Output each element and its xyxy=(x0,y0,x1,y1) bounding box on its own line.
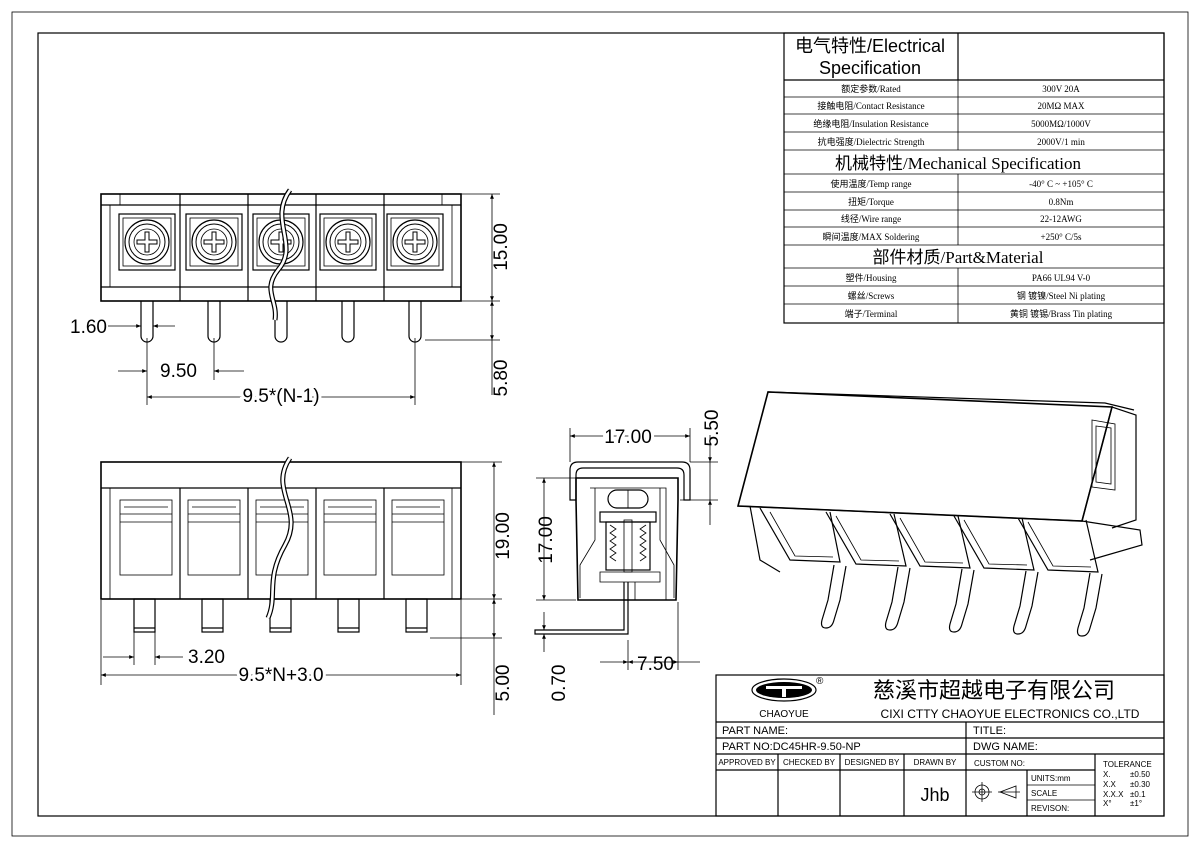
housing-label: 塑件/Housing xyxy=(845,272,897,283)
inner-border xyxy=(37,32,1165,817)
dim-front-height: 19.00 xyxy=(493,512,514,560)
drawn-by-label: DRAWN BY xyxy=(914,758,957,767)
scale-label: SCALE xyxy=(1031,789,1057,798)
part-no-label: PART NO:DC45HR-9.50-NP xyxy=(722,741,861,753)
dielectric-strength-value: 2000V/1 min xyxy=(1037,137,1085,147)
isometric-view xyxy=(736,391,1143,637)
temp-range-value: -40° C ~ +105° C xyxy=(1029,179,1093,189)
wire-range-label: 线径/Wire range xyxy=(841,213,901,224)
title-label: TITLE: xyxy=(973,725,1006,737)
terminal-label: 端子/Terminal xyxy=(845,308,898,319)
screws-label: 螺丝/Screws xyxy=(848,290,895,301)
dim-total-length-bg: 9.5*N+3.0 xyxy=(238,665,323,686)
dim-side-height: 17.00 xyxy=(536,516,557,564)
company-name-en: CIXI CTTY CHAOYUE ELECTRONICS CO.,LTD xyxy=(881,707,1140,721)
checked-by-label: CHECKED BY xyxy=(783,758,836,767)
screw-icon xyxy=(319,213,377,271)
insulation-resistance-label: 绝缘电阻/Insulation Resistance xyxy=(813,118,928,129)
designed-by-label: DESIGNED BY xyxy=(845,758,900,767)
side-view: 17.00 17.00 5.50 17.00 0.70 7.50 xyxy=(534,410,723,702)
dim-front-pin-length: 5.00 xyxy=(493,665,514,702)
tolerance-key-4: X° xyxy=(1103,799,1112,808)
electrical-title-2: Specification xyxy=(819,58,921,78)
tolerance-val-1: ±0.50 xyxy=(1130,770,1151,779)
dim-side-width-bg: 17.00 xyxy=(604,427,652,448)
contact-resistance-label: 接触电阻/Contact Resistance xyxy=(817,100,924,111)
logo-text: CHAOYUE xyxy=(759,709,809,720)
dim-pitch: 9.50 xyxy=(160,361,197,382)
spec-table: 电气特性/Electrical Specification 额定参数/Rated… xyxy=(783,32,1165,324)
tolerance-val-3: ±0.1 xyxy=(1130,790,1146,799)
registered-mark: ® xyxy=(816,676,824,687)
tolerance-key-1: X. xyxy=(1103,770,1111,779)
tolerance-val-2: ±0.30 xyxy=(1130,780,1151,789)
dim-end-offset: 3.20 xyxy=(188,647,225,668)
title-block: ® CHAOYUE 慈溪市超越电子有限公司 CIXI CTTY CHAOYUE … xyxy=(715,674,1165,817)
dim-pin-thickness: 0.70 xyxy=(549,665,570,702)
max-soldering-value: +250° C/5s xyxy=(1041,232,1082,242)
dim-side-pin-offset: 7.50 xyxy=(637,654,674,675)
dim-pin-width: 1.60 xyxy=(70,317,107,338)
dim-pin-span-bg: 9.5*(N-1) xyxy=(242,386,319,407)
drawn-by-value: Jhb xyxy=(920,785,949,805)
material-title: 部件材质/Part&Material xyxy=(873,248,1044,267)
dim-pin-length: 5.80 xyxy=(491,360,512,397)
screw-icon xyxy=(386,213,444,271)
temp-range-label: 使用温度/Temp range xyxy=(830,178,911,189)
housing-value: PA66 UL94 V-0 xyxy=(1032,273,1091,283)
part-name-label: PART NAME: xyxy=(722,725,788,737)
screws-value: 钢 镀镍/Steel Ni plating xyxy=(1017,290,1106,301)
torque-label: 扭矩/Torque xyxy=(848,196,894,207)
company-name-cn: 慈溪市超越电子有限公司 xyxy=(873,678,1115,703)
rated-label: 额定参数/Rated xyxy=(841,83,901,94)
mechanical-title: 机械特性/Mechanical Specification xyxy=(835,154,1081,173)
tolerance-key-3: X.X.X xyxy=(1103,790,1124,799)
dim-side-top: 5.50 xyxy=(702,410,723,447)
projection-symbol-icon xyxy=(972,782,1020,802)
dim-top-height: 15.00 xyxy=(491,223,512,271)
chaoyue-logo: ® xyxy=(751,676,824,702)
tolerance-title: TOLERANCE xyxy=(1103,760,1152,769)
torque-value: 0.8Nm xyxy=(1049,197,1074,207)
insulation-resistance-value: 5000MΩ/1000V xyxy=(1031,119,1091,129)
terminal-value: 黄铜 镀锡/Brass Tin plating xyxy=(1010,308,1113,319)
screw-icon xyxy=(185,213,243,271)
contact-resistance-value: 20MΩ MAX xyxy=(1038,101,1085,111)
max-soldering-label: 瞬间温度/MAX Soldering xyxy=(823,231,920,242)
dim-pin-span: 9.5*(N-1) xyxy=(242,386,319,407)
tolerance-key-2: X.X xyxy=(1103,780,1117,789)
custom-no-label: CUSTOM NO: xyxy=(974,759,1025,768)
front-view: 19.00 5.00 3.20 9.5*N+3.0 9.5*N+3.0 xyxy=(100,456,514,715)
approved-by-label: APPROVED BY xyxy=(718,758,776,767)
top-view: 15.00 5.80 1.60 9.50 9.5*(N-1) 9.5*(N-1) xyxy=(70,188,512,410)
wire-range-value: 22-12AWG xyxy=(1040,214,1082,224)
dim-side-width: 17.00 xyxy=(604,427,652,448)
dim-total-length: 9.5*N+3.0 xyxy=(238,665,323,686)
units-label: UNITS:mm xyxy=(1031,774,1071,783)
rated-value: 300V 20A xyxy=(1042,84,1080,94)
revision-label: REVISON: xyxy=(1031,804,1069,813)
tolerance-val-4: ±1° xyxy=(1130,799,1142,808)
screw-icon xyxy=(118,213,176,271)
dielectric-strength-label: 抗电强度/Dielectric Strength xyxy=(818,136,925,147)
electrical-title-1: 电气特性/Electrical xyxy=(795,36,945,56)
dwg-name-label: DWG NAME: xyxy=(973,741,1038,753)
outer-border xyxy=(11,11,1189,837)
